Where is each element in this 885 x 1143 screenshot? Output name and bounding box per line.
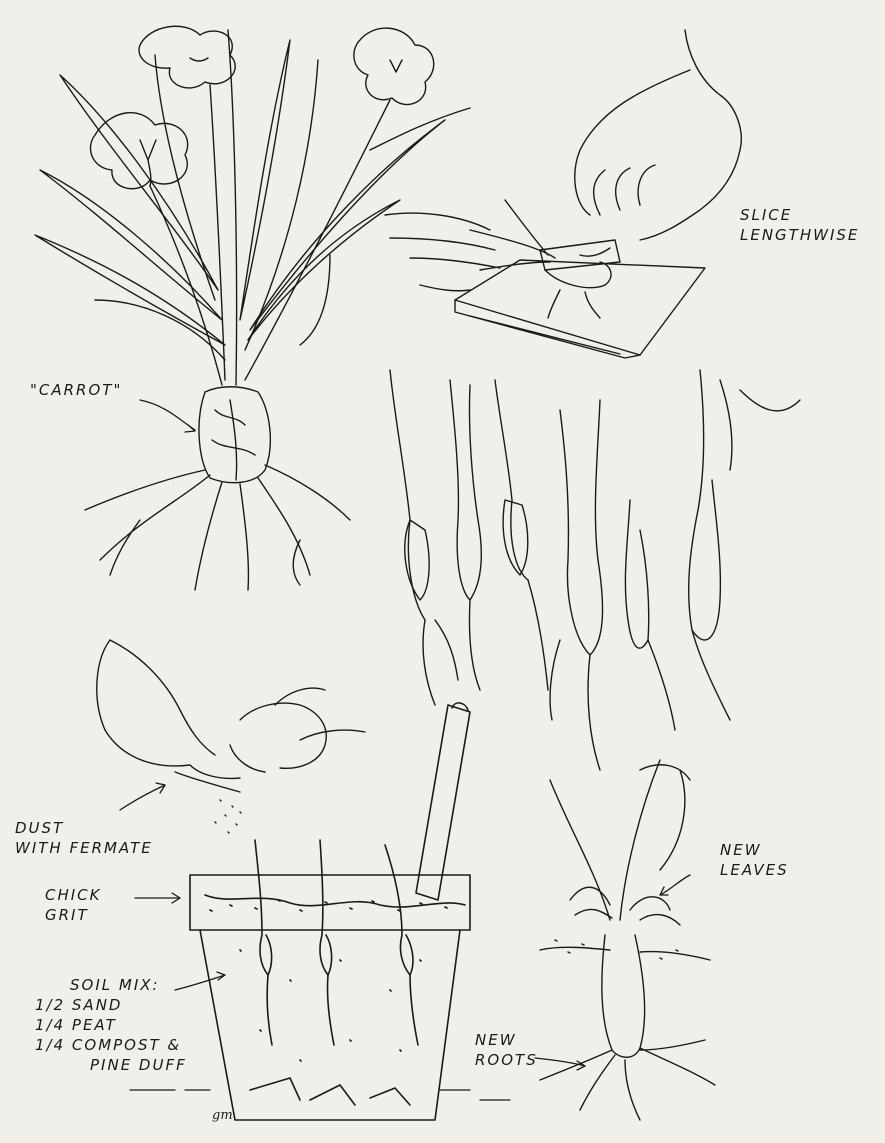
- label-soil-mix: SOIL MIX: 1/2 SAND 1/4 PEAT 1/4 COMPOST …: [35, 975, 187, 1075]
- label-new-leaves: NEW LEAVES: [720, 840, 789, 880]
- label-slice-line-1: SLICE: [740, 205, 859, 225]
- label-chick-grit-line-2: GRIT: [45, 905, 102, 925]
- label-soil-mix-line-3: 1/4 PEAT: [35, 1015, 187, 1035]
- arrows: [120, 400, 690, 1100]
- arrow-new-leaves: [660, 875, 690, 895]
- label-chick-grit-line-1: CHICK: [45, 885, 102, 905]
- arrow-carrot: [140, 400, 195, 430]
- label-dust-line-2: WITH FERMATE: [15, 838, 153, 858]
- label-chick-grit: CHICK GRIT: [45, 885, 102, 925]
- planted-pot-icon: [190, 703, 470, 1120]
- label-slice: SLICE LENGTHWISE: [740, 205, 859, 245]
- label-soil-mix-line-5: PINE DUFF: [35, 1055, 187, 1075]
- viola-plant-icon: [35, 26, 470, 590]
- rooted-cutting-icon: [540, 760, 715, 1120]
- arrow-dust: [120, 785, 165, 810]
- hand-slicing-icon: [385, 30, 741, 358]
- label-slice-line-2: LENGTHWISE: [740, 225, 859, 245]
- divided-crowns-icon: [390, 370, 800, 770]
- label-new-leaves-line-1: NEW: [720, 840, 789, 860]
- label-soil-mix-line-1: SOIL MIX:: [35, 975, 187, 995]
- label-soil-mix-line-4: 1/4 COMPOST &: [35, 1035, 187, 1055]
- hand-dusting-icon: [97, 640, 365, 833]
- label-dust: DUST WITH FERMATE: [15, 818, 153, 858]
- label-new-roots-line-2: ROOTS: [475, 1050, 538, 1070]
- label-new-roots: NEW ROOTS: [475, 1030, 538, 1070]
- label-dust-line-1: DUST: [15, 818, 153, 838]
- artist-signature: gm: [212, 1108, 233, 1123]
- label-new-roots-line-1: NEW: [475, 1030, 538, 1050]
- label-new-leaves-line-2: LEAVES: [720, 860, 789, 880]
- label-soil-mix-line-2: 1/2 SAND: [35, 995, 187, 1015]
- label-carrot: "CARROT": [30, 380, 122, 400]
